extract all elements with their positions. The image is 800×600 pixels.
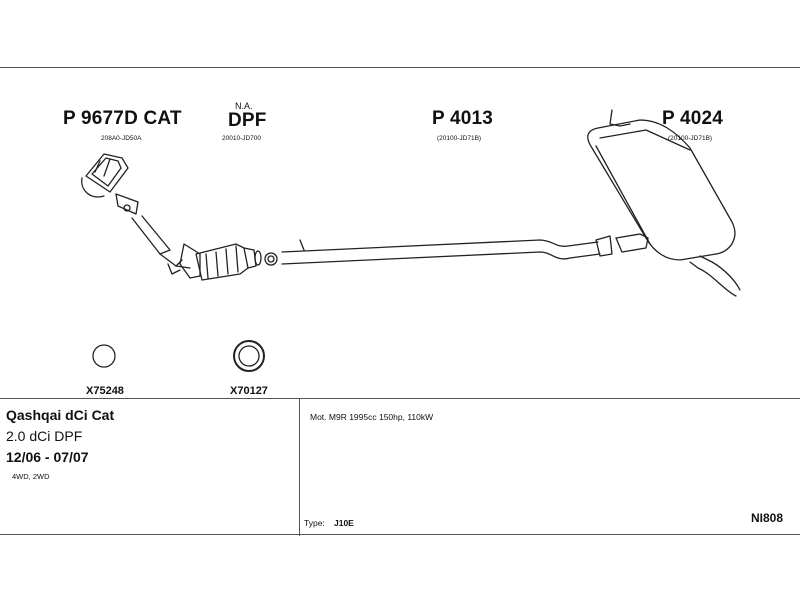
middle-oem-code: (20100-JD71B) <box>437 135 482 142</box>
type-value: J10E <box>334 518 354 528</box>
cat-oem-code: 208A0-JD50A <box>101 135 142 142</box>
ring-drawing <box>92 344 116 368</box>
vehicle-years: 12/06 - 07/07 <box>6 449 89 465</box>
dpf-drawing <box>195 243 262 281</box>
vehicle-model: Qashqai dCi Cat <box>6 407 115 423</box>
rear-silencer-drawing <box>587 109 741 297</box>
panel-divider <box>299 398 300 536</box>
dpf-part-name: DPF <box>228 110 267 131</box>
dpf-note: N.A. <box>235 101 253 111</box>
middle-pipe-drawing <box>264 235 613 266</box>
ring-part-number: X75248 <box>86 385 124 397</box>
vehicle-engine: 2.0 dCi DPF <box>6 428 83 444</box>
clamp-drawing <box>233 340 265 372</box>
catalogue-reference: NI808 <box>751 511 784 525</box>
motor-spec: Mot. M9R 1995cc 150hp, 110kW <box>310 412 434 422</box>
type-label: Type: <box>304 518 325 528</box>
cat-part-number: P 9677D CAT <box>63 108 182 129</box>
dpf-oem-code: 20010-JD700 <box>222 135 262 142</box>
exhaust-drawing <box>81 109 741 372</box>
clamp-part-number: X70127 <box>230 385 268 397</box>
vehicle-info-panel <box>0 398 800 537</box>
middle-part-number: P 4013 <box>432 108 494 129</box>
diagram-sheet: P 9677D CAT 208A0-JD50A N.A. DPF 20010-J… <box>0 67 800 537</box>
rear-part-number: P 4024 <box>662 108 724 129</box>
catalytic-converter-drawing <box>81 153 201 279</box>
exhaust-diagram: P 9677D CAT 208A0-JD50A N.A. DPF 20010-J… <box>0 68 800 398</box>
vehicle-drive: 4WD, 2WD <box>12 472 50 481</box>
rear-oem-code: (20100-JD71B) <box>668 135 713 142</box>
